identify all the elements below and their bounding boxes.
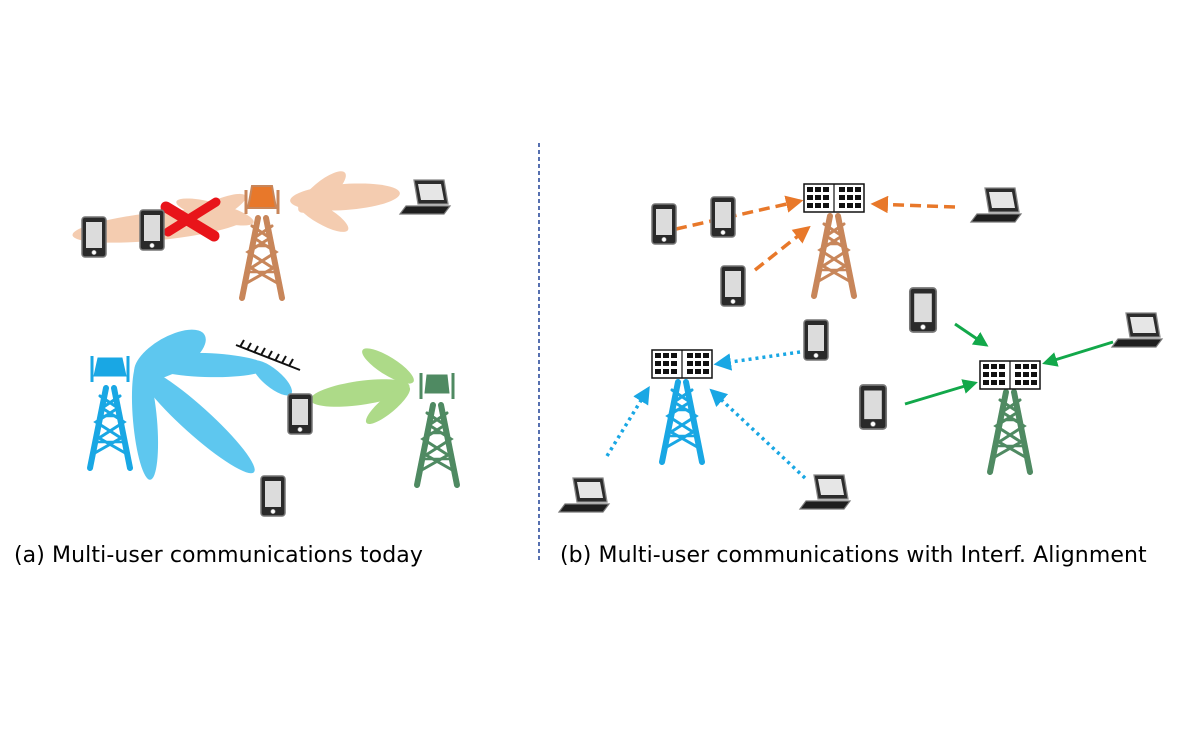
smartphone-icon [858,384,888,430]
smartphone-icon [287,393,313,435]
laptop-icon [799,474,851,510]
laptop-icon [558,477,610,513]
panel-b [558,183,1163,513]
blocked-link-cross-icon [160,197,221,242]
orange-uplink-arrows [675,195,956,272]
laptop-icon [1111,312,1163,348]
cell-tower-icon [90,356,130,468]
cell-tower-icon [990,392,1030,472]
smartphone-icon [139,209,165,251]
green-beam-pattern [310,348,414,425]
antenna-array-icon [803,183,865,213]
smartphone-icon [81,216,107,258]
cell-tower-icon [662,382,702,462]
antenna-array-icon [651,349,713,379]
smartphone-icon [651,203,677,245]
smartphone-icon [260,475,286,517]
smartphone-icon [908,287,938,333]
cell-tower-icon [814,216,854,296]
antenna-array-icon [979,360,1041,390]
green-uplink-arrows [904,322,1114,406]
blue-beam-pattern [131,329,293,480]
laptop-icon [399,179,451,215]
directional-antenna-icon [235,339,301,371]
caption-right: (b) Multi-user communications with Inter… [560,543,1147,568]
smartphone-icon [720,265,746,307]
cell-tower-icon [242,185,282,298]
blue-uplink-arrows [605,350,807,480]
laptop-icon [970,187,1022,223]
panel-a [72,171,457,517]
smartphone-icon [803,319,829,361]
cell-tower-icon [417,373,457,485]
caption-left: (a) Multi-user communications today [14,543,423,568]
smartphone-icon [710,196,736,238]
orange-beam-pattern [72,171,400,243]
